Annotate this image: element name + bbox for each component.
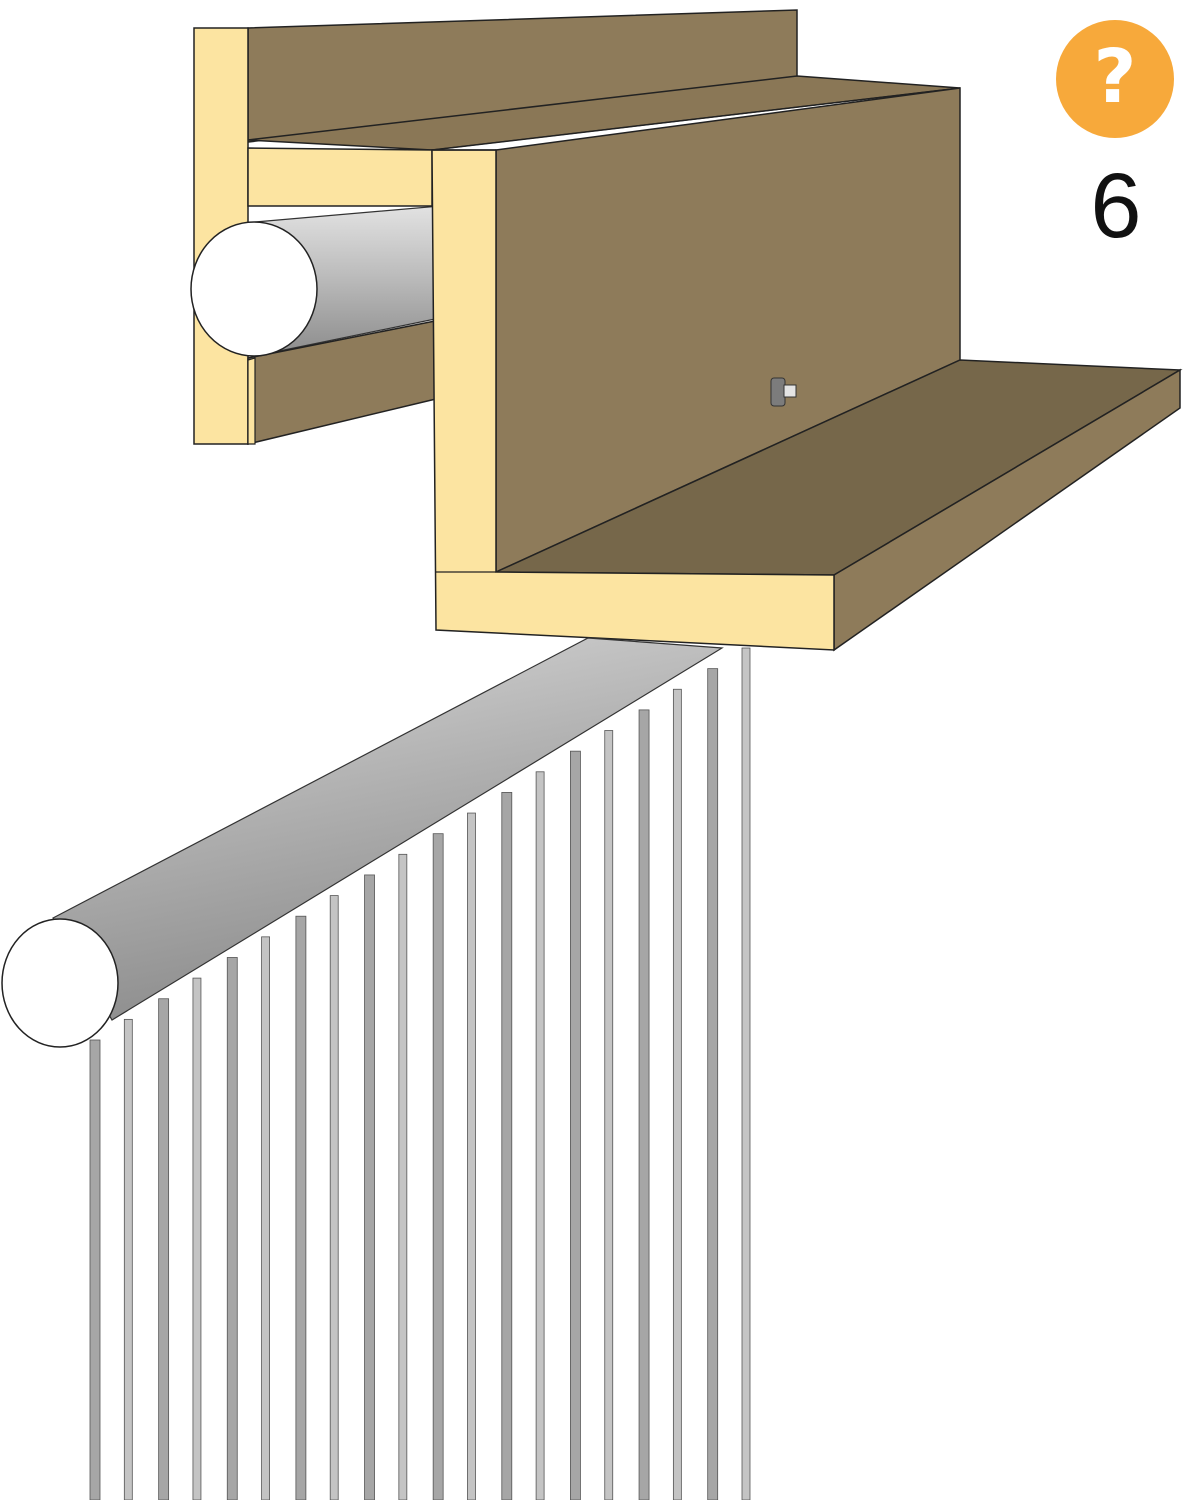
string-strand [672, 688, 682, 1501]
string-strand [123, 1018, 133, 1501]
string-strand [364, 874, 375, 1501]
string-strand [707, 668, 719, 1501]
string-strand [638, 709, 650, 1501]
front-bracket [431, 87, 1183, 652]
lower-rod-end [1, 918, 119, 1048]
string-strand [192, 977, 202, 1501]
string-strand [741, 647, 751, 1501]
string-strand [501, 792, 513, 1501]
string-strand [295, 915, 307, 1501]
step-number: 6 [1090, 155, 1142, 257]
string-strand [570, 750, 581, 1501]
hanging-strings [89, 647, 751, 1501]
upper-rod [190, 147, 441, 445]
question-mark-icon: ? [1093, 34, 1137, 120]
string-strand [226, 957, 238, 1501]
string-strand [329, 895, 339, 1501]
string-strand [604, 730, 614, 1501]
upper-rod-end [190, 221, 318, 357]
string-strand [158, 998, 170, 1501]
help-badge[interactable]: ? [1056, 20, 1174, 138]
string-strand [261, 936, 270, 1501]
string-strand [89, 1039, 101, 1501]
thumb-screw [770, 377, 797, 407]
string-strand [535, 771, 545, 1501]
string-strand [432, 833, 444, 1501]
string-strand [398, 853, 408, 1501]
lower-rod [1, 637, 724, 1048]
string-strand [467, 812, 476, 1501]
